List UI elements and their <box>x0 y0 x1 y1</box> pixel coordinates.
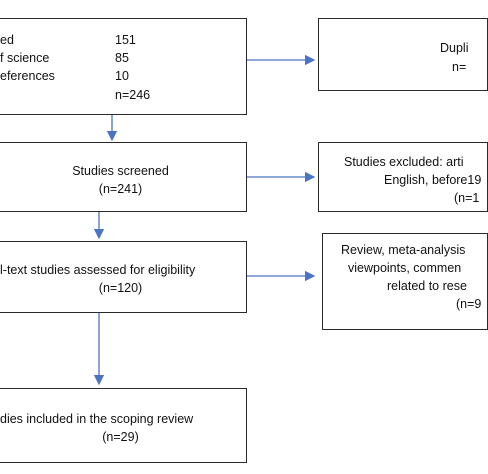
studies-screened-box: Studies screened (n=241) <box>0 142 247 212</box>
screened-title: Studies screened <box>72 164 169 178</box>
source-1-label: ed <box>0 33 14 47</box>
records-identified-box: ed 151 f science 85 eferences 10 n=246 <box>0 18 247 115</box>
duplicates-line-2: n= <box>452 60 467 74</box>
source-2-label: f science <box>0 51 50 65</box>
included-title: dies included in the scoping review <box>0 412 194 426</box>
excluded-screening-line-2: English, before19 <box>384 173 482 187</box>
excluded-screening-count: (n=1 <box>454 191 480 205</box>
studies-included-box: dies included in the scoping review (n=2… <box>0 388 247 463</box>
eligibility-title: l-text studies assessed for eligibility <box>0 263 196 277</box>
studies-excluded-screening-box: Studies excluded: arti English, before19… <box>318 142 488 212</box>
screened-count: (n=241) <box>98 182 143 196</box>
excluded-fulltext-count: (n=9 <box>456 297 482 311</box>
excluded-screening-line-1: Studies excluded: arti <box>344 155 464 169</box>
source-3-value: 10 <box>115 69 129 83</box>
source-1-value: 151 <box>115 33 136 47</box>
included-count: (n=29) <box>102 430 139 444</box>
eligibility-assessment-box: l-text studies assessed for eligibility … <box>0 241 247 313</box>
excluded-fulltext-line-2: viewpoints, commen <box>348 261 462 275</box>
source-2-value: 85 <box>115 51 129 65</box>
source-3-label: eferences <box>0 69 55 83</box>
excluded-fulltext-line-1: Review, meta-analysis <box>341 243 466 257</box>
eligibility-count: (n=120) <box>98 281 143 295</box>
studies-excluded-fulltext-box: Review, meta-analysis viewpoints, commen… <box>322 233 488 330</box>
identified-total: n=246 <box>115 88 151 102</box>
connector-arrows <box>93 54 316 386</box>
excluded-fulltext-line-3: related to rese <box>387 279 467 293</box>
duplicates-line-1: Dupli <box>440 41 469 55</box>
duplicates-removed-box: Dupli n= <box>318 18 488 91</box>
